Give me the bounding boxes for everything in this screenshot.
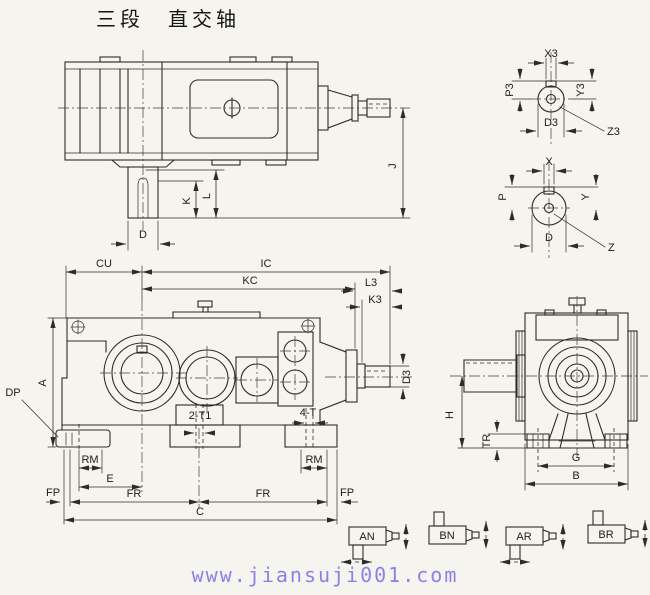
- dim-label-kc: KC: [242, 275, 257, 287]
- dim-label-x: X: [545, 156, 553, 168]
- dim-label-c: C: [196, 506, 204, 518]
- dim-label-l3: L3: [365, 277, 377, 289]
- dim-label-rm-left: RM: [81, 454, 98, 466]
- dim-label-rm-right: RM: [305, 454, 322, 466]
- dim-label-dp: DP: [5, 387, 20, 399]
- dim-label-tr: TR: [481, 434, 493, 449]
- dim-label-2t1: 2-T1: [189, 410, 212, 422]
- dim-label-z: Z: [608, 242, 615, 254]
- dim-label-p: P: [497, 193, 509, 200]
- orientation-icon-br: BR: [587, 510, 648, 548]
- dim-label-fp-right: FP: [340, 487, 354, 499]
- dim-label-fr-left: FR: [127, 488, 142, 500]
- dim-label-p3: P3: [504, 83, 516, 96]
- front-view: CU IC KC L3 K3: [5, 258, 413, 525]
- orientation-label-an: AN: [359, 531, 374, 543]
- dim-label-j: J: [387, 163, 399, 169]
- dim-label-fp-left: FP: [46, 487, 60, 499]
- orientation-icon-ar: AR: [500, 524, 566, 565]
- dim-label-k: K: [181, 197, 193, 205]
- dim-label-fr-right: FR: [256, 488, 271, 500]
- dim-label-e: E: [106, 473, 113, 485]
- dim-label-y: Y: [580, 193, 592, 201]
- dim-label-d3-detail: D3: [544, 117, 558, 129]
- dim-label-d3-front: D3: [401, 370, 413, 384]
- dim-label-d: D: [139, 229, 147, 241]
- dim-label-cu: CU: [96, 258, 112, 270]
- dim-label-k3: K3: [368, 294, 381, 306]
- dim-label-a: A: [37, 379, 49, 387]
- dim-label-l: L: [201, 193, 213, 199]
- dim-label-ic: IC: [261, 258, 272, 270]
- side-view: K L J D: [58, 50, 411, 251]
- dim-label-z3: Z3: [607, 126, 620, 138]
- orientation-label-bn: BN: [439, 530, 454, 542]
- orientation-icon-bn: BN: [428, 511, 489, 549]
- end-view: H TR G B: [444, 296, 648, 491]
- shaft-detail-z3: X3 P3 Y3 D3 Z3: [504, 48, 620, 145]
- orientation-label-ar: AR: [516, 531, 531, 543]
- dim-label-h: H: [444, 411, 456, 419]
- page-title: 三段 直交轴: [96, 9, 240, 31]
- watermark-url: www.jiansuji001.com: [191, 563, 459, 587]
- shaft-detail-z: X P Y D Z: [497, 156, 615, 258]
- dim-label-4t: 4-T: [300, 407, 317, 419]
- orientation-icon-an: AN: [341, 524, 409, 565]
- dim-label-y3: Y3: [575, 83, 587, 96]
- orientation-label-br: BR: [598, 529, 613, 541]
- dim-label-g: G: [572, 452, 581, 464]
- dim-label-b: B: [572, 470, 579, 482]
- dim-label-x3: X3: [544, 48, 557, 60]
- dim-label-d-detail: D: [545, 232, 553, 244]
